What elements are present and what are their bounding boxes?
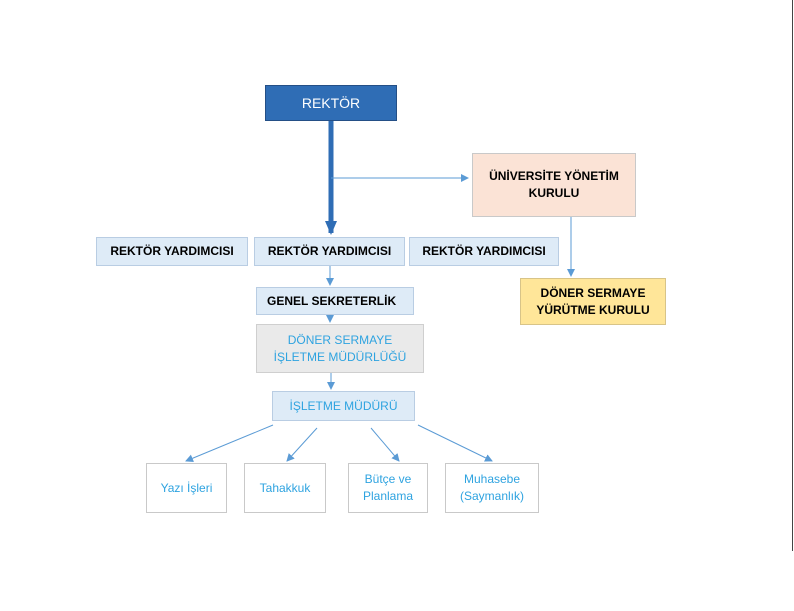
- doner-sermaye-yurutme-kurulu-box: DÖNER SERMAYE YÜRÜTME KURULU: [520, 278, 666, 325]
- unit-box-muhasebe: Muhasebe (Saymanlık): [445, 463, 539, 513]
- unit-label: Muhasebe (Saymanlık): [459, 472, 524, 503]
- unit-box-butce-ve-planlama: Bütçe ve Planlama: [348, 463, 428, 513]
- unit-label: Bütçe ve Planlama: [362, 472, 414, 503]
- rektor-box: REKTÖR: [265, 85, 397, 121]
- genel-sekreterlik-box: GENEL SEKRETERLİK: [256, 287, 414, 315]
- arrow-to-yazi-isleri: [185, 424, 274, 463]
- rektor-label: REKTÖR: [301, 94, 361, 111]
- rektor-yardimcisi-box-2: REKTÖR YARDIMCISI: [254, 237, 405, 266]
- rektor-yardimcisi-box-3: REKTÖR YARDIMCISI: [409, 237, 559, 266]
- isletme-muduru-label: İŞLETME MÜDÜRÜ: [289, 398, 398, 413]
- rektor-yardimcisi-label-3: REKTÖR YARDIMCISI: [422, 244, 546, 258]
- arrow-to-tahakkuk: [286, 427, 318, 462]
- rektor-yardimcisi-box-1: REKTÖR YARDIMCISI: [96, 237, 248, 266]
- unit-box-yazi-isleri: Yazı İşleri: [146, 463, 227, 513]
- doner-sermaye-isletme-mudurlugu-box: DÖNER SERMAYE İŞLETME MÜDÜRLÜĞÜ: [256, 324, 424, 373]
- arrow-to-butce-ve-planlama: [370, 427, 400, 462]
- rektor-yardimcisi-label-1: REKTÖR YARDIMCISI: [110, 244, 234, 258]
- genel-sekreterlik-label: GENEL SEKRETERLİK: [267, 293, 397, 308]
- isletme-muduru-box: İŞLETME MÜDÜRÜ: [272, 391, 415, 421]
- arrow-to-muhasebe: [417, 424, 493, 462]
- universite-yonetim-kurulu-box: ÜNİVERSİTE YÖNETİM KURULU: [472, 153, 636, 217]
- unit-box-tahakkuk: Tahakkuk: [244, 463, 326, 513]
- rektor-yardimcisi-label-2: REKTÖR YARDIMCISI: [267, 244, 392, 258]
- page-edge-line: [792, 0, 793, 551]
- universite-yonetim-kurulu-label: ÜNİVERSİTE YÖNETİM KURULU: [489, 169, 619, 200]
- doner-sermaye-yurutme-kurulu-label: DÖNER SERMAYE YÜRÜTME KURULU: [536, 285, 650, 317]
- unit-label: Tahakkuk: [259, 480, 311, 495]
- doner-sermaye-isletme-mudurlugu-label: DÖNER SERMAYE İŞLETME MÜDÜRLÜĞÜ: [273, 332, 407, 364]
- unit-label: Yazı İşleri: [160, 480, 213, 495]
